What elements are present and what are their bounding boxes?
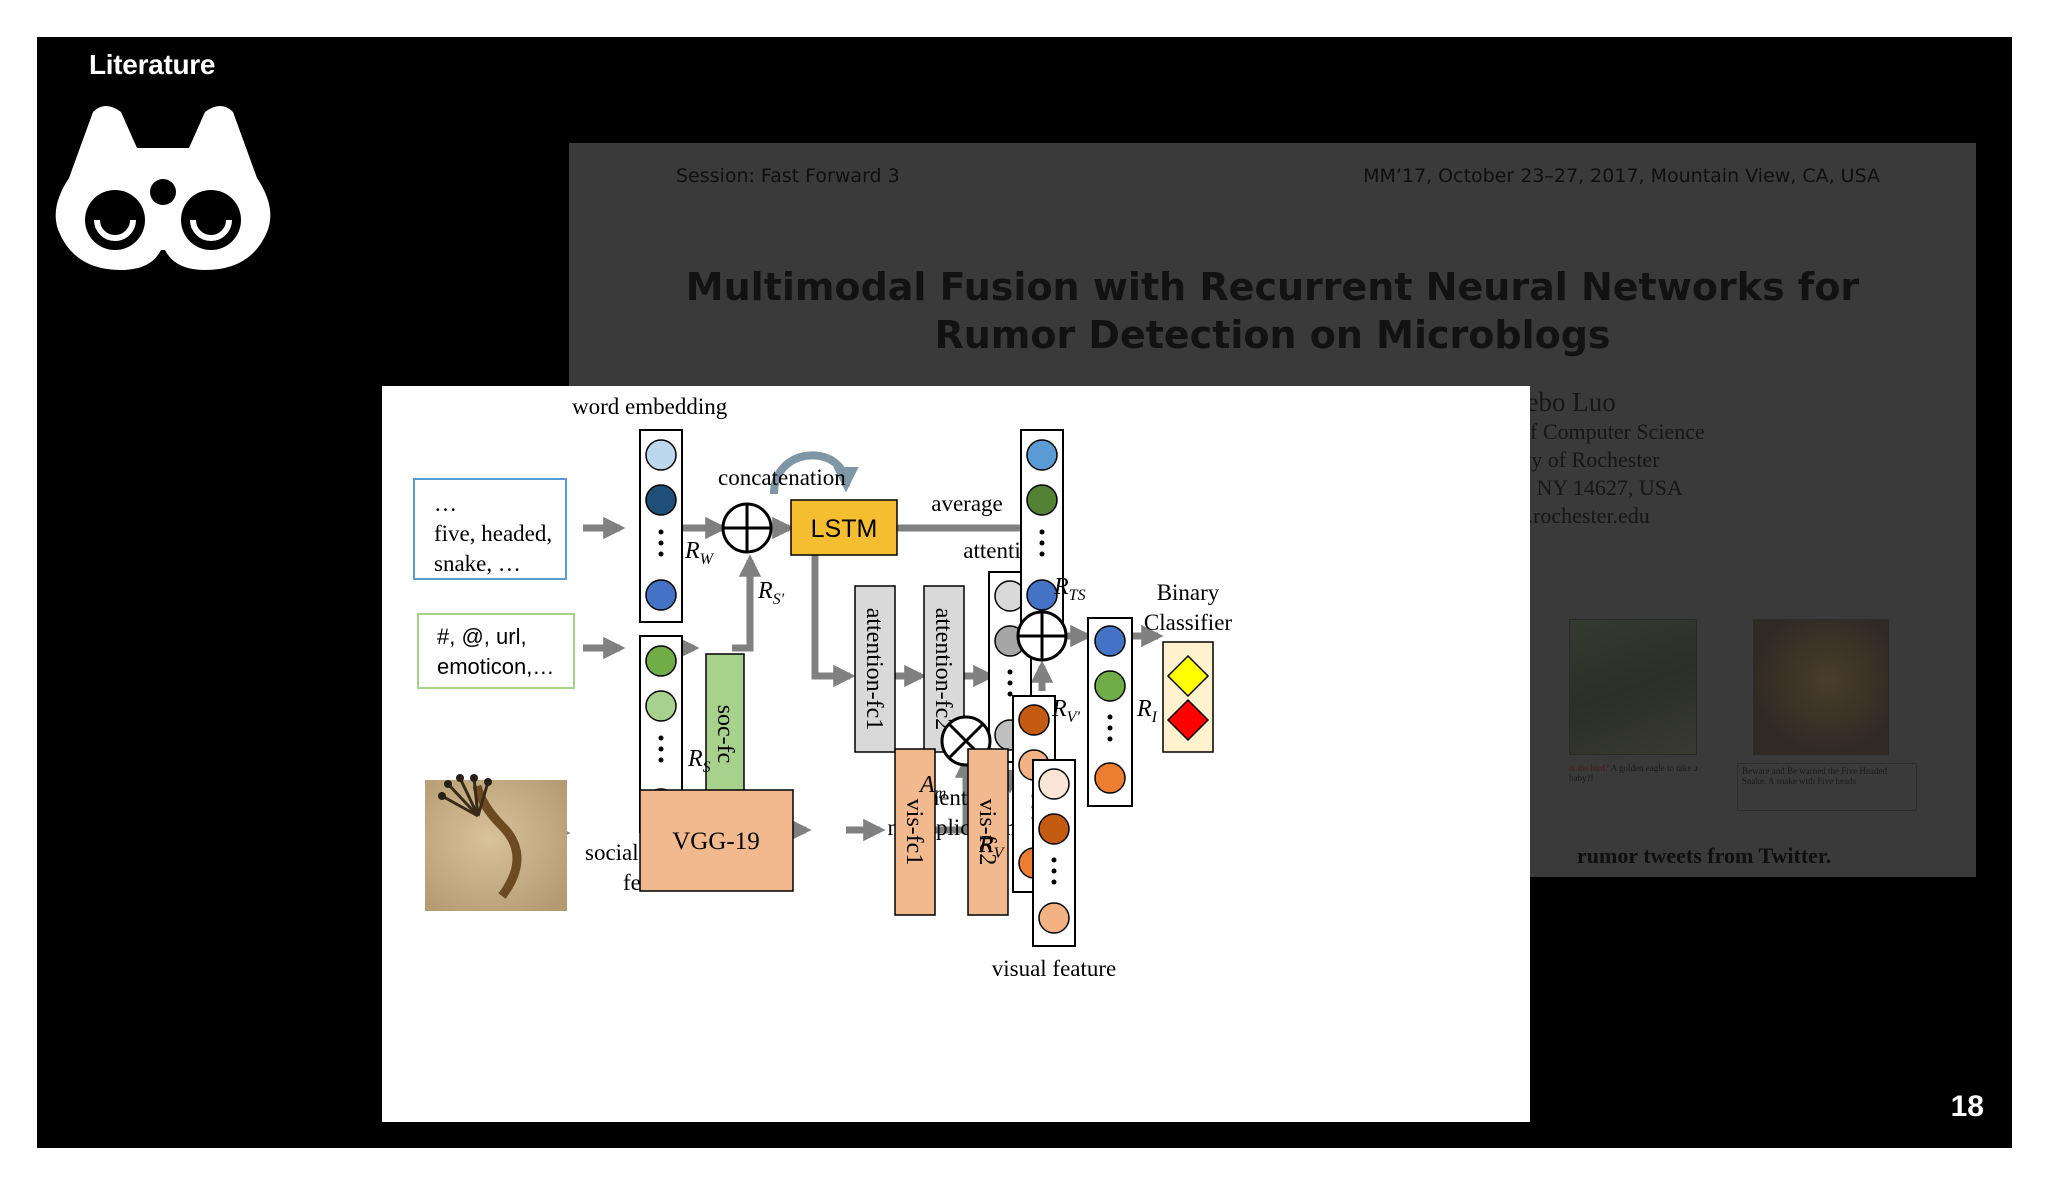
social-context-cell: [645, 645, 677, 677]
classifier-class-yes: [1166, 654, 1210, 698]
ellipsis-dots: [658, 529, 664, 557]
label-ri: RI: [1136, 696, 1158, 726]
section-label: Literature: [89, 49, 216, 80]
fused-cell: [1094, 625, 1126, 657]
social-context-cell: [645, 690, 677, 722]
paper-affiliation-dept: of Computer Science: [1519, 419, 1705, 444]
arrow-lstm-to-attfc1: [811, 548, 856, 688]
visual-feature-cell: [1038, 768, 1070, 800]
ellipsis-dots: [1051, 857, 1057, 885]
social-input-line1: #, @, url,: [437, 624, 527, 649]
paper-title-line1: Multimodal Fusion with Recurrent Neural …: [685, 265, 1860, 309]
paper-photo-caption-right: Beware and Be warned the Five Headed Sna…: [1737, 763, 1917, 811]
label-am: Am: [918, 772, 946, 802]
ellipsis-dots: [1039, 529, 1045, 557]
label-rs: RS: [687, 746, 711, 776]
label-rts: RTS: [1053, 574, 1086, 604]
visual-feature-cell: [1038, 902, 1070, 934]
vis-fc2-label: vis-fc2: [974, 799, 1000, 866]
page-number: 18: [1950, 1090, 1984, 1123]
binary-classifier-label-1: Binary: [1157, 580, 1220, 605]
binary-classifier-label-2: Classifier: [1144, 610, 1232, 635]
fused-cell: [1094, 762, 1126, 794]
vis-fc1-layer: [894, 748, 936, 916]
paper-affiliation-city: r, NY 14627, USA: [1519, 475, 1683, 500]
text-input-box: [413, 478, 567, 580]
arrow-visual-up: [922, 755, 978, 834]
vis-fc2-layer: [967, 748, 1009, 916]
text-input-line2: five, headed,: [434, 521, 552, 546]
paper-photo-eagle: [1569, 619, 1697, 755]
text-input-line1: …: [434, 491, 457, 516]
architecture-diagram: … five, headed, snake, … #, @, url, emot…: [382, 386, 1530, 1122]
lstm-recurrent-loop: [770, 451, 859, 495]
ellipsis-dots: [1107, 714, 1113, 742]
paper-affiliation-university: ity of Rochester: [1519, 447, 1660, 472]
arrow-socfc-up: [732, 554, 762, 652]
paper-session: Session: Fast Forward 3: [676, 165, 900, 187]
word-embedding-label: word embedding: [572, 394, 728, 419]
paper-photo-snake: [1753, 619, 1889, 755]
label-rv: RV: [978, 832, 1006, 862]
soc-fc-label: soc-fc: [712, 705, 738, 764]
text-repr-cell: [1026, 484, 1058, 516]
word-embedding-cell: [645, 439, 677, 471]
paper-author: iebo Luo: [1519, 387, 1616, 417]
attention-fc2-label: attention-fc2: [930, 608, 956, 731]
ellipsis-dots: [658, 735, 664, 763]
paper-title-line2: Rumor Detection on Microblogs: [934, 313, 1611, 357]
lstm-label: LSTM: [811, 515, 878, 543]
label-rsp: RS′: [757, 578, 785, 608]
concatenation-label: concatenation: [718, 465, 846, 490]
fusion-concat-operator: [1016, 610, 1068, 662]
vis-fc1-label: vis-fc1: [901, 799, 927, 866]
concatenation-operator: [721, 502, 773, 554]
classifier-class-no: [1166, 698, 1210, 742]
text-input-line3: snake, …: [434, 551, 521, 576]
paper-figure-caption: rumor tweets from Twitter.: [1577, 843, 1832, 868]
caption-highlight: is the bird?: [1569, 763, 1609, 773]
paper-venue: MM’17, October 23–27, 2017, Mountain Vie…: [1363, 165, 1880, 187]
visual-feature-label: visual feature: [992, 956, 1117, 981]
social-input-box: [417, 613, 575, 689]
vgg19-label: VGG-19: [672, 828, 760, 855]
snake-image: [425, 774, 567, 911]
caption-text: A golden eagle to take a baby?!: [1569, 763, 1698, 783]
word-embedding-cell: [645, 579, 677, 611]
text-repr-cell: [1026, 579, 1058, 611]
text-repr-cell: [1026, 439, 1058, 471]
binoculars-icon: [55, 106, 271, 270]
ellipsis-dots: [1007, 669, 1013, 697]
visual-feature-cell: [1038, 813, 1070, 845]
lstm-block: [790, 499, 898, 556]
attention-fc1-label: attention-fc1: [861, 608, 887, 731]
average-label: average: [931, 491, 1003, 516]
vgg19-block: [639, 789, 794, 892]
word-embedding-cell: [645, 484, 677, 516]
paper-photo-caption-left: is the bird? A golden eagle to take a ba…: [1569, 763, 1709, 783]
label-rvp: RV′: [1051, 696, 1080, 726]
fused-cell: [1094, 670, 1126, 702]
social-input-line2: emoticon,…: [437, 654, 554, 679]
visual-attended-cell: [1018, 704, 1050, 736]
slide: Literature Session: Fast Forward 3 MM’17…: [37, 37, 2012, 1148]
attention-fc1-layer: [854, 585, 896, 753]
label-rw: RW: [684, 538, 715, 568]
paper-affiliation-email: s.rochester.edu: [1519, 503, 1650, 528]
